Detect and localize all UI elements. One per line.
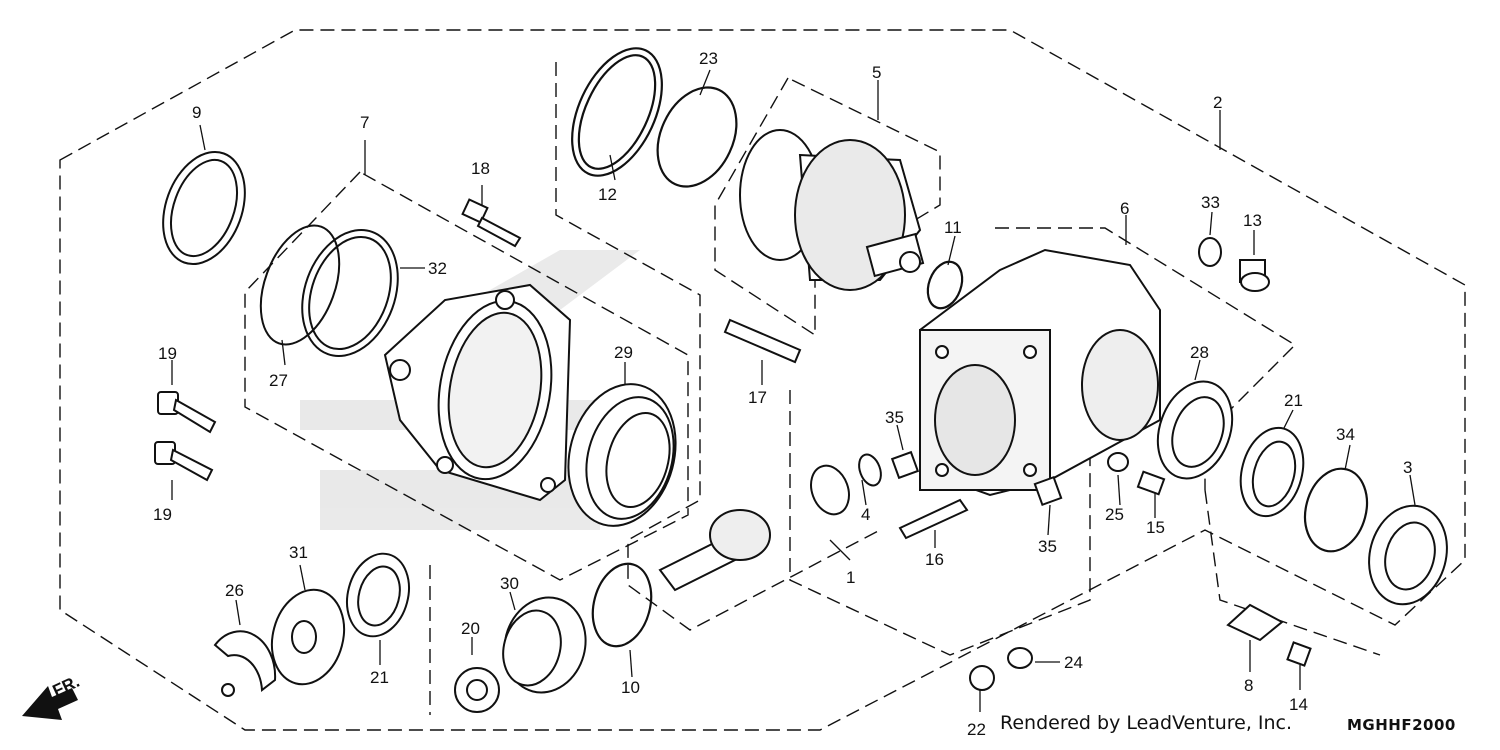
part-35-dowels: [890, 450, 1063, 507]
callout-19-upper: 19: [158, 344, 177, 363]
callout-15: 15: [1146, 518, 1165, 537]
part-18-bolt: [461, 198, 522, 248]
front-direction-arrow-icon: [22, 686, 78, 720]
part-28-bearing: [1156, 380, 1234, 480]
callout-4: 4: [861, 505, 870, 524]
callout-32: 32: [428, 259, 447, 278]
callout-1: 1: [846, 568, 855, 587]
callout-14: 14: [1289, 695, 1308, 714]
callout-21-left: 21: [370, 668, 389, 687]
part-31-seal: [270, 588, 346, 686]
diagram-code: MGHHF2000: [1347, 716, 1456, 734]
callout-21-right: 21: [1284, 391, 1303, 410]
render-credit: Rendered by LeadVenture, Inc.: [1000, 712, 1293, 734]
part-21-nut-right: [1239, 426, 1305, 518]
callout-23: 23: [699, 49, 718, 68]
callout-22: 22: [967, 720, 986, 739]
part-5-ring-gear: [739, 129, 925, 291]
callout-13: 13: [1243, 211, 1262, 230]
part-30-bearing: [502, 596, 587, 694]
callout-18: 18: [471, 159, 490, 178]
part-10-oring: [591, 562, 653, 648]
callout-11: 11: [944, 218, 962, 237]
callout-10: 10: [621, 678, 640, 697]
part-16-stud: [898, 498, 969, 540]
part-33-13-plug: [1198, 237, 1270, 292]
callout-29: 29: [614, 343, 633, 362]
callout-30: 30: [500, 574, 519, 593]
part-1-4-bearing-clip: [810, 453, 882, 516]
callout-28: 28: [1190, 343, 1209, 362]
callout-27: 27: [269, 371, 288, 390]
callout-5: 5: [872, 63, 881, 82]
part-pinion-gear: [658, 509, 771, 592]
callout-25: 25: [1105, 505, 1124, 524]
part-9-seal-ring: [162, 150, 246, 266]
callout-17: 17: [748, 388, 767, 407]
callout-35-lower: 35: [1038, 537, 1057, 556]
part-20-gear: [454, 667, 500, 713]
callout-35-upper: 35: [885, 408, 904, 427]
part-6-housing: [919, 248, 1161, 497]
part-22-24-nut-washer: [969, 647, 1033, 691]
callout-34: 34: [1336, 425, 1355, 444]
callout-26: 26: [225, 581, 244, 600]
part-29-bearing: [567, 383, 677, 527]
part-26-stopper: [213, 630, 277, 697]
callout-9: 9: [192, 103, 201, 122]
callout-8: 8: [1244, 676, 1253, 695]
part-25-15-fasteners: [1107, 452, 1166, 496]
callout-33: 33: [1201, 193, 1220, 212]
assembly-boundaries: [59, 29, 1466, 731]
callout-12: 12: [598, 185, 617, 204]
part-17-stud: [723, 318, 802, 364]
callout-2: 2: [1213, 93, 1222, 112]
callout-3: 3: [1403, 458, 1412, 477]
part-8-14-bracket: [1226, 603, 1312, 667]
callout-16: 16: [925, 550, 944, 569]
callout-7: 7: [360, 113, 369, 132]
leader-lines: [171, 69, 1416, 712]
part-12-23-rings: [571, 47, 738, 188]
callout-31: 31: [289, 543, 308, 562]
part-11-oring: [926, 260, 964, 310]
part-27-32-rings: [259, 224, 399, 357]
part-7-gear-case: [383, 283, 572, 502]
part-3-cap: [1368, 504, 1448, 606]
callout-labels: 9 7 18 32 27 19 19 12 23 5 17 29 11 6 2 …: [153, 49, 1412, 739]
callout-20: 20: [461, 619, 480, 638]
part-21-nut-left: [346, 552, 410, 638]
callout-19-lower: 19: [153, 505, 172, 524]
callout-24: 24: [1064, 653, 1083, 672]
callout-6: 6: [1120, 199, 1129, 218]
part-19-bolts: [154, 391, 217, 482]
part-34-oring: [1303, 467, 1369, 553]
